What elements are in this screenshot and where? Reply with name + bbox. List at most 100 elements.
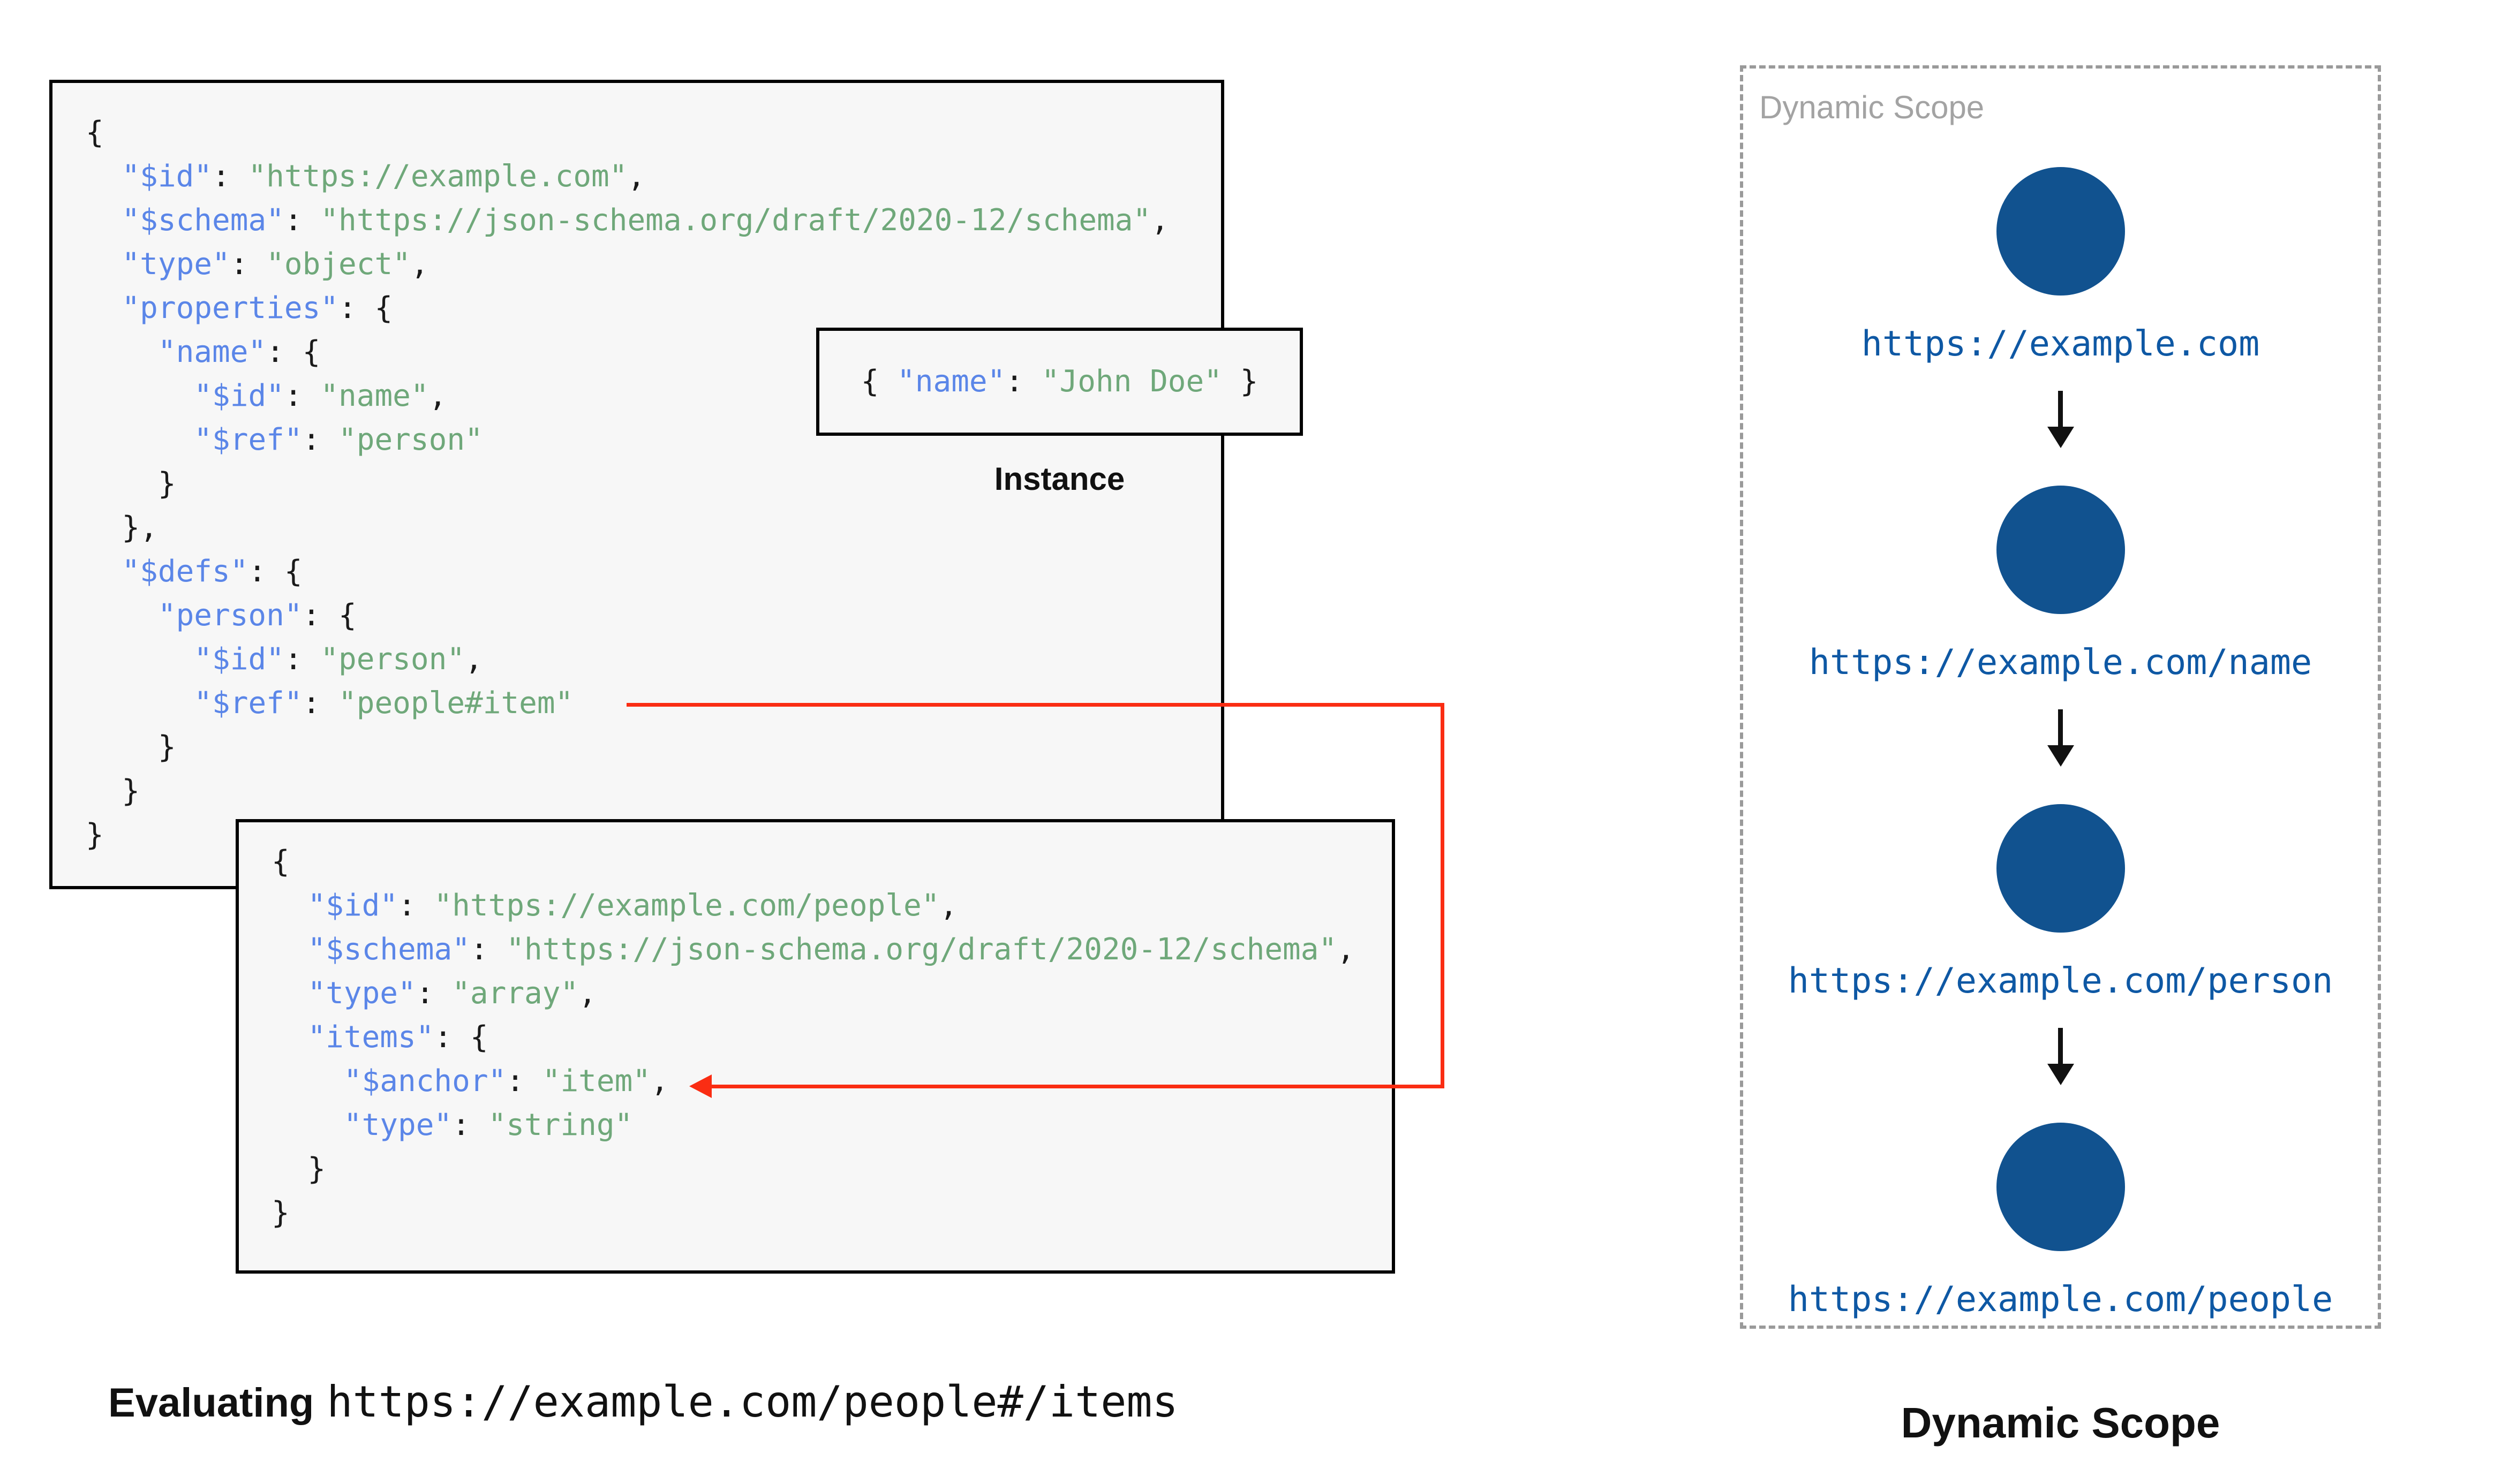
code-line: }, (86, 506, 1205, 550)
json-punct (86, 203, 122, 238)
down-arrow-icon (2047, 391, 2074, 448)
json-key: "$ref" (194, 422, 303, 457)
schema-people-box: { "$id": "https://example.com/people", "… (236, 819, 1395, 1274)
dynamic-scope-watermark: Dynamic Scope (1759, 89, 1985, 125)
json-punct: : { (338, 291, 393, 325)
code-line: "$defs": { (86, 550, 1205, 594)
ref-arrow-segment-top (627, 703, 1444, 707)
json-key: "properties" (122, 291, 339, 325)
json-punct (272, 932, 307, 967)
code-line: "$schema": "https://json-schema.org/draf… (272, 928, 1376, 972)
json-string: "people#item" (338, 686, 574, 721)
json-punct (86, 378, 194, 413)
code-line: "$anchor": "item", (272, 1059, 1376, 1103)
code-line: "$id": "name", (86, 374, 1205, 418)
json-string: "name" (320, 378, 429, 413)
down-arrow-stem (2058, 391, 2063, 427)
code-line: { (86, 111, 1205, 155)
json-punct (86, 291, 122, 325)
evaluating-uri: https://example.com/people#/items (327, 1377, 1178, 1427)
json-punct: , (578, 976, 597, 1011)
json-key: "$schema" (307, 932, 470, 967)
down-arrow-icon (2047, 1028, 2074, 1085)
evaluating-label: Evaluating (108, 1380, 314, 1426)
down-arrowhead-icon (2047, 1064, 2074, 1085)
schema-root-code: { "$id": "https://example.com", "$schema… (52, 83, 1221, 857)
json-punct: : (452, 1108, 488, 1142)
json-punct: : { (266, 335, 321, 369)
scope-node-circle (1996, 804, 2125, 933)
json-punct (86, 598, 158, 633)
json-string: "item" (542, 1064, 651, 1099)
json-key: "$ref" (194, 686, 303, 721)
down-arrow-stem (2058, 709, 2063, 745)
code-line: "$id": "https://example.com/people", (272, 884, 1376, 928)
json-punct: , (1337, 932, 1355, 967)
schema-people-code: { "$id": "https://example.com/people", "… (239, 822, 1392, 1235)
down-arrow-icon (2047, 709, 2074, 767)
schema-root-box: { "$id": "https://example.com", "$schema… (49, 80, 1224, 889)
code-line: } (86, 813, 1205, 857)
code-line: "items": { (272, 1016, 1376, 1059)
code-line: "name": { (86, 330, 1205, 374)
json-punct: , (428, 378, 447, 413)
json-punct: } (86, 730, 176, 764)
json-punct: : { (434, 1020, 488, 1055)
json-string: "https://example.com/people" (434, 888, 940, 923)
json-punct (86, 554, 122, 589)
json-punct: } (272, 1195, 290, 1230)
json-string: "person" (338, 422, 483, 457)
json-key: "type" (343, 1108, 453, 1142)
code-line: "properties": { (86, 286, 1205, 330)
code-line: "$ref": "person" (86, 418, 1205, 462)
json-string: "array" (452, 976, 579, 1011)
json-string: "https://example.com" (248, 159, 628, 194)
json-punct: } (86, 817, 104, 852)
instance-code: { "name": "John Doe" } (861, 360, 1258, 404)
json-punct: , (1151, 203, 1169, 238)
json-punct: : (284, 203, 321, 238)
json-punct: : (398, 888, 434, 923)
json-punct (86, 159, 122, 194)
code-line: } (86, 462, 1205, 506)
json-punct (272, 888, 307, 923)
code-line: } (86, 769, 1205, 813)
json-punct (86, 335, 158, 369)
json-key: "$schema" (122, 203, 284, 238)
code-line: "type": "object", (86, 243, 1205, 286)
json-key: "name" (897, 364, 1006, 399)
code-line: "$schema": "https://json-schema.org/draf… (86, 199, 1205, 243)
code-line: } (272, 1191, 1376, 1235)
json-punct: : (212, 159, 248, 194)
scope-node-circle (1996, 1123, 2125, 1251)
ref-arrow-segment-bottom (711, 1085, 1444, 1088)
json-string: "string" (488, 1108, 633, 1142)
json-string: "object" (266, 247, 411, 282)
scope-node-url: https://example.com (1861, 324, 2260, 364)
code-line: "person": { (86, 594, 1205, 638)
json-punct: : { (302, 598, 357, 633)
ref-arrowhead-icon (689, 1074, 712, 1098)
json-punct: }, (86, 510, 158, 545)
json-key: "$id" (307, 888, 398, 923)
json-key: "$anchor" (343, 1064, 507, 1099)
down-arrowhead-icon (2047, 427, 2074, 448)
down-arrow-stem (2058, 1028, 2063, 1064)
json-punct: : { (248, 554, 303, 589)
json-key: "type" (307, 976, 416, 1011)
json-punct: : (230, 247, 267, 282)
code-line: } (272, 1147, 1376, 1191)
json-key: "$id" (122, 159, 213, 194)
json-punct (272, 1064, 344, 1099)
instance-box: { "name": "John Doe" } (816, 328, 1303, 436)
json-punct: } (1222, 364, 1258, 399)
json-key: "name" (157, 335, 267, 369)
code-line: { (272, 840, 1376, 884)
json-punct (86, 642, 194, 677)
json-punct (272, 1020, 307, 1055)
json-punct: , (651, 1064, 669, 1099)
json-punct: : (506, 1064, 542, 1099)
json-punct: { (86, 115, 104, 150)
